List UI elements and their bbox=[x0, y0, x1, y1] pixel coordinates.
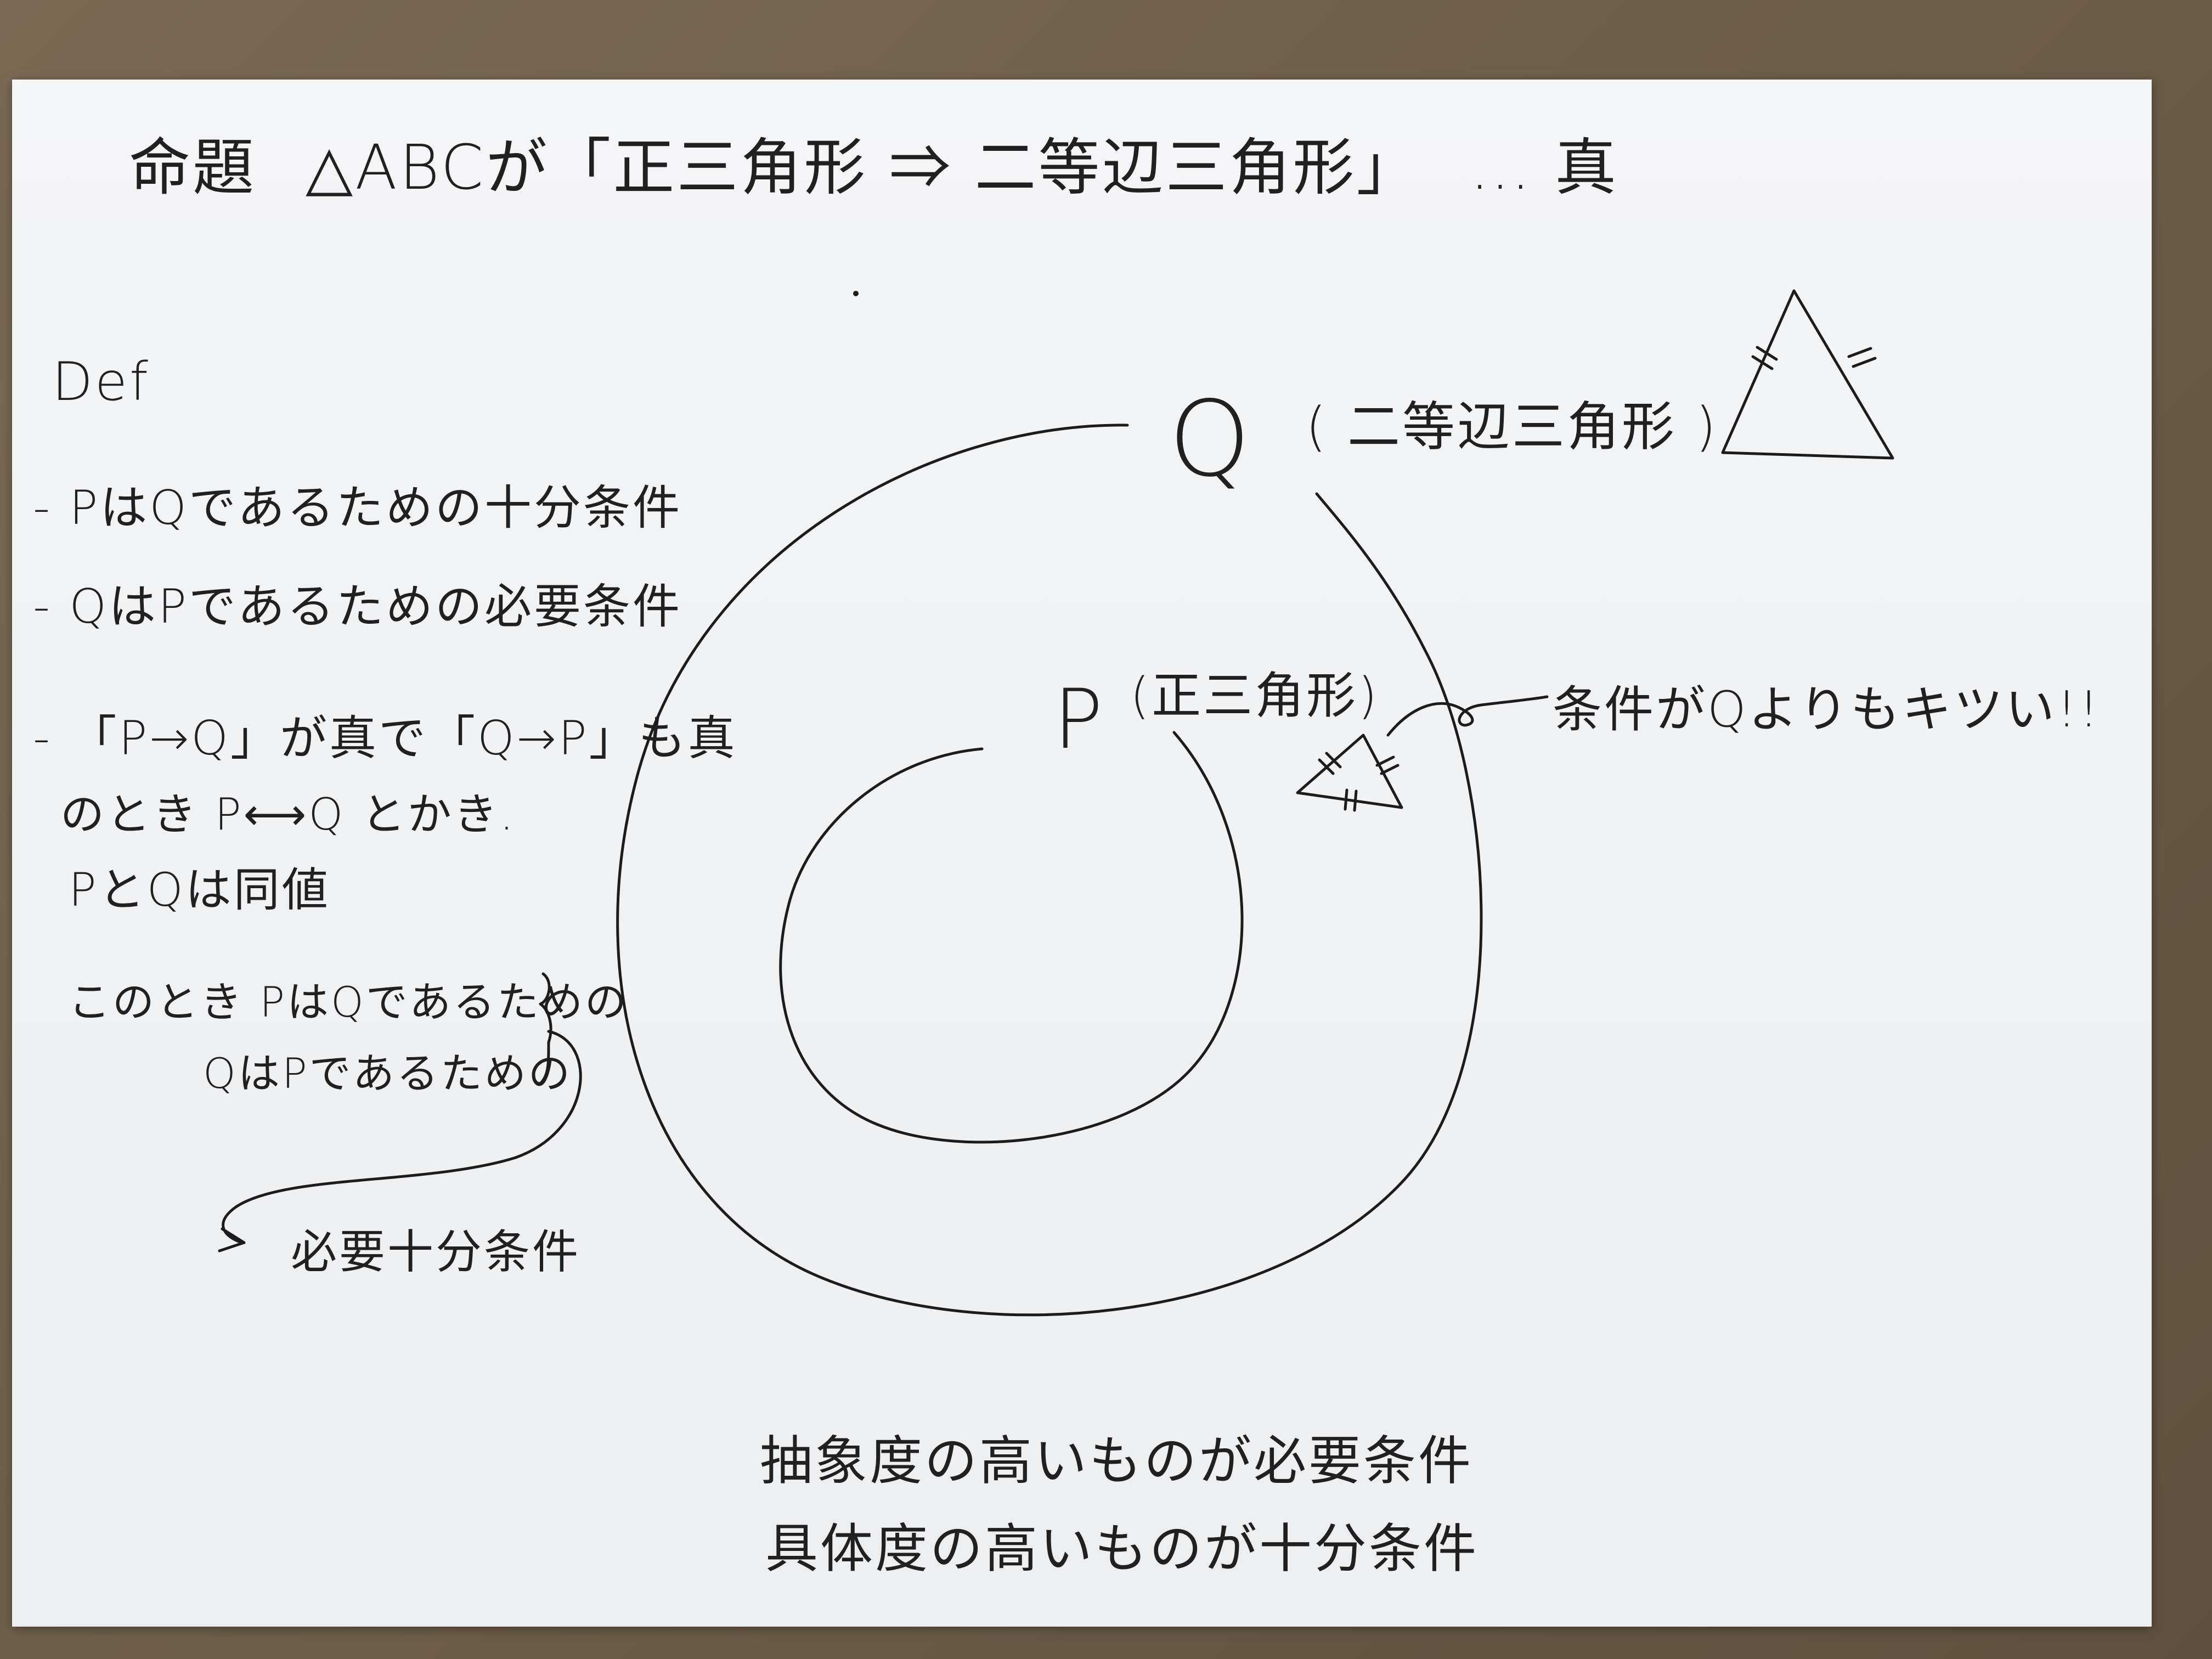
conclusion-line1: 抽象度の高いものが必要条件 bbox=[760, 1430, 1473, 1492]
set-q-label: Q bbox=[1169, 379, 1253, 500]
proposition-title: 命題 △ABCが「正三角形 ⇒ 二等辺三角形」 … 真 bbox=[129, 118, 1618, 207]
result-arrow-head bbox=[218, 1227, 246, 1252]
stricter-condition-note: 条件がQよりもキツい!! bbox=[1553, 681, 2101, 738]
definition-equivalence-line1: - 「P→Q」が真で「Q→P」も真 bbox=[33, 711, 737, 766]
definition-equivalence-line3: PとQは同値 bbox=[69, 863, 330, 917]
isosceles-tick-left-1 bbox=[1751, 355, 1774, 370]
set-q-description: ( 二等辺三角形 ) bbox=[1306, 396, 1718, 458]
equilateral-tick-right-2 bbox=[1380, 764, 1400, 775]
bracket bbox=[539, 972, 552, 1085]
equilateral-tick-bottom-2 bbox=[1353, 789, 1358, 812]
paper-sheet bbox=[12, 80, 2152, 1627]
definition-necessary: - QはPであるための必要条件 bbox=[33, 579, 682, 634]
isosceles-triangle bbox=[1721, 289, 1894, 460]
equilateral-tick-bottom-1 bbox=[1344, 788, 1348, 811]
equilateral-tick-right-1 bbox=[1375, 755, 1395, 767]
isosceles-tick-right-1 bbox=[1847, 347, 1872, 358]
result-arrow bbox=[222, 1030, 582, 1244]
inner-set-circle bbox=[779, 731, 1244, 1144]
set-p-label: P bbox=[1053, 672, 1105, 768]
definition-sufficient: - PはQであるための十分条件 bbox=[33, 481, 682, 535]
equilateral-tick-left-2 bbox=[1325, 752, 1342, 769]
conclusion-line2: 具体度の高いものが十分条件 bbox=[765, 1518, 1479, 1579]
necessary-sufficient-result: 必要十分条件 bbox=[291, 1225, 581, 1279]
proposition-verdict: … 真 bbox=[1469, 132, 1619, 204]
then-line2: QはPであるための bbox=[203, 1049, 572, 1098]
equilateral-triangle bbox=[1296, 733, 1403, 809]
proposition-statement: △ABCが「正三角形 ⇒ 二等辺三角形」 bbox=[306, 132, 1420, 204]
then-line1: このとき PはQであるための bbox=[69, 978, 629, 1026]
note-connector bbox=[1386, 695, 1549, 737]
equilateral-tick-left-1 bbox=[1318, 758, 1335, 775]
isosceles-tick-right-2 bbox=[1852, 357, 1877, 368]
proposition-label: 命題 bbox=[129, 132, 256, 204]
outer-set-circle bbox=[616, 424, 1483, 1317]
definition-heading: Def bbox=[52, 351, 150, 413]
ink-dot bbox=[853, 291, 859, 296]
isosceles-tick-left-2 bbox=[1756, 346, 1778, 361]
set-p-description: (正三角形) bbox=[1130, 667, 1380, 725]
definition-equivalence-line2: のとき P⟷Q とかき. bbox=[60, 789, 516, 840]
